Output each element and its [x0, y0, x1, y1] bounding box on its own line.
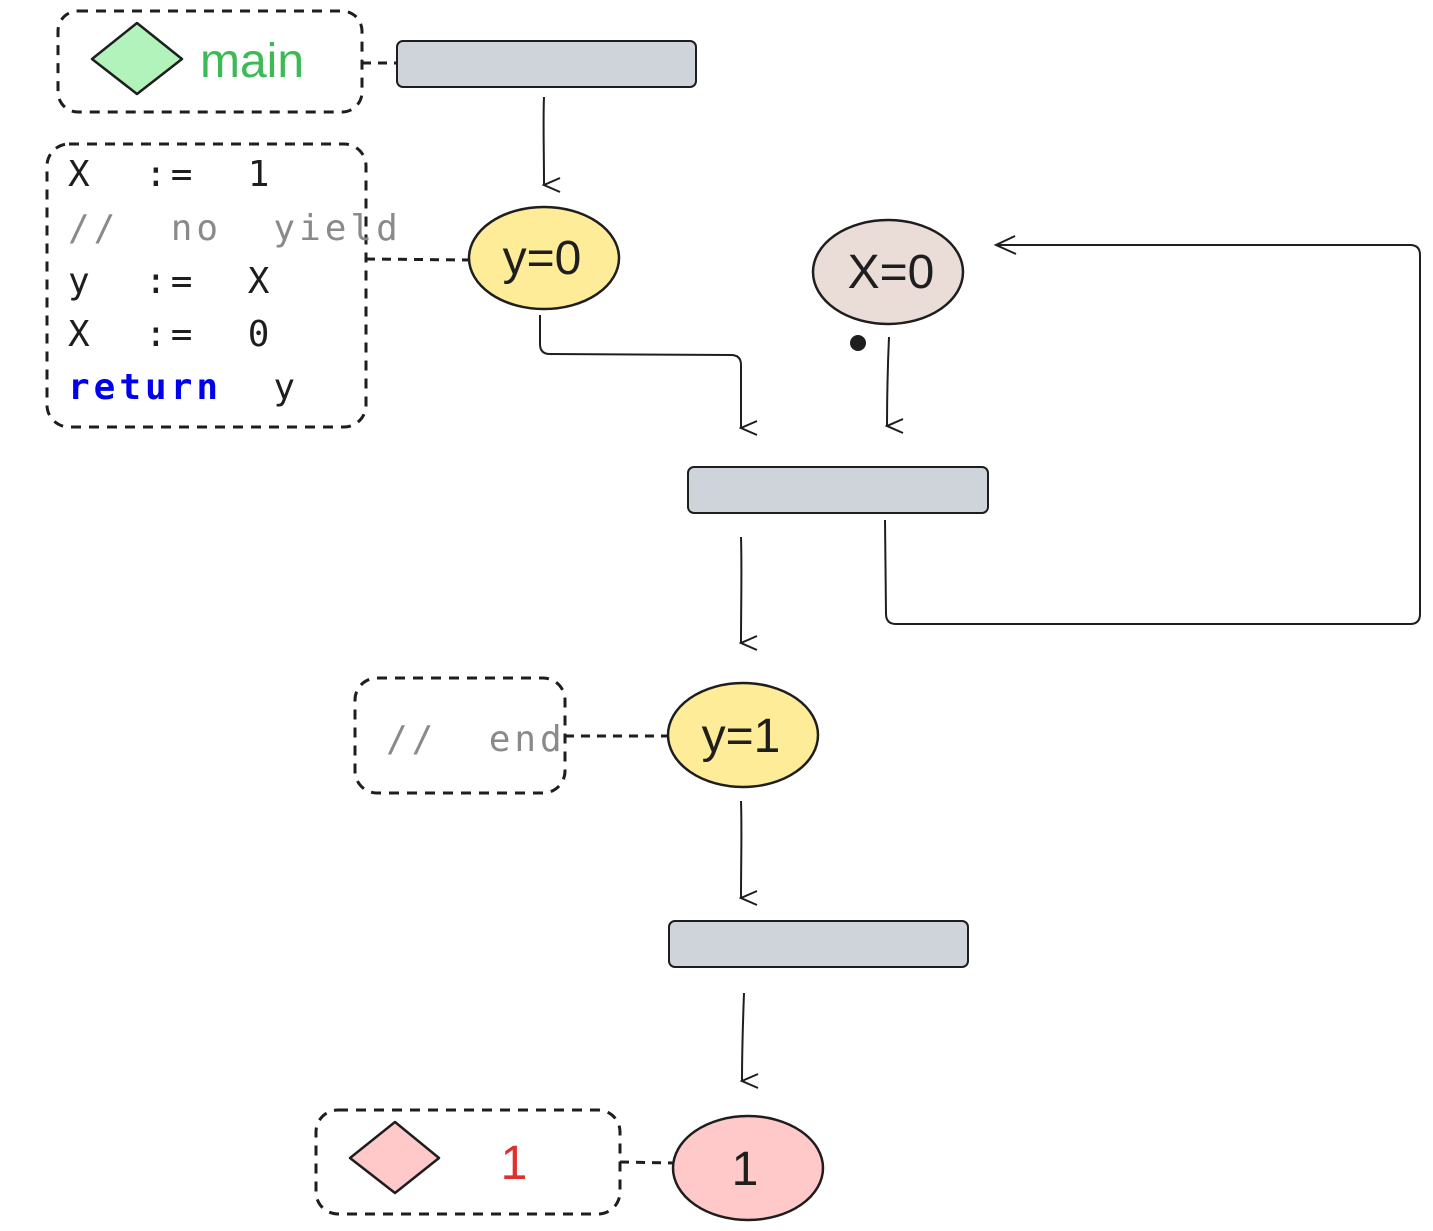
code-line-2: // no yield [68, 208, 402, 249]
code-line-3: y := X [68, 261, 273, 302]
result-diamond-icon [348, 1120, 441, 1195]
result-connector [619, 1160, 675, 1165]
arrow-loop-bar2-to-x0 [884, 244, 1421, 625]
node-y0-label: y=0 [503, 232, 582, 285]
arrow-y0-to-bar2 [539, 315, 741, 428]
node-x0-label: X=0 [848, 246, 935, 299]
loop-arrowhead-icon [993, 235, 1017, 255]
token-dot [850, 335, 866, 351]
node-final [671, 1114, 825, 1222]
code-line-1: X := 1 [68, 154, 273, 195]
return-keyword: return [68, 367, 222, 408]
end-comment-text: // end [386, 719, 566, 760]
code-connector [365, 257, 471, 262]
code-line-4: X := 0 [68, 314, 273, 355]
code-frame [45, 142, 368, 429]
result-label: 1 [501, 1137, 528, 1190]
sync-bar-1 [396, 40, 697, 88]
code-line-5: return y [68, 367, 299, 408]
start-diamond-icon [90, 21, 184, 96]
node-x0 [811, 218, 965, 326]
sync-bar-2 [687, 466, 989, 514]
node-y0 [467, 205, 621, 311]
start-label: main [200, 35, 304, 88]
arrow-bar3-to-final [742, 992, 744, 1081]
sync-bar-3 [668, 920, 969, 968]
node-final-label: 1 [732, 1143, 759, 1196]
node-y1 [666, 681, 820, 789]
node-y1-label: y=1 [702, 710, 781, 763]
arrow-x0-to-bar2 [887, 336, 889, 426]
